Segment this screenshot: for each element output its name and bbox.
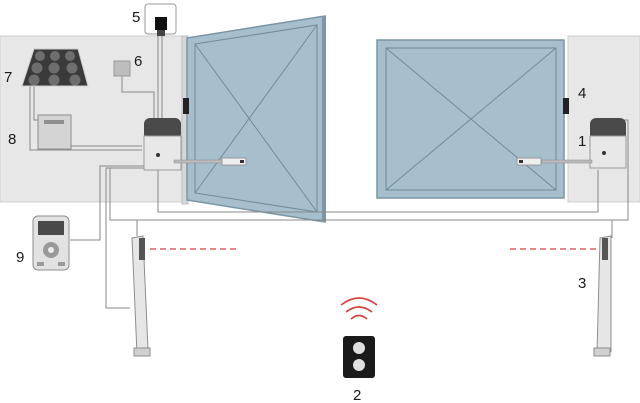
- label-7: 7: [4, 69, 12, 86]
- battery-box: [37, 114, 72, 150]
- label-8: 8: [8, 131, 16, 148]
- left-gate-leaf: [186, 15, 326, 223]
- programmer-unit: [32, 215, 70, 271]
- left-actuator-motor: [143, 118, 247, 171]
- label-9: 9: [16, 249, 24, 266]
- label-1: 1: [578, 133, 586, 150]
- solar-panel: [21, 48, 89, 87]
- flashing-light: [144, 3, 177, 36]
- cabling: [29, 34, 629, 309]
- label-3: 3: [578, 275, 586, 292]
- right-photocell-post: [593, 235, 612, 357]
- label-6: 6: [134, 53, 142, 70]
- right-gate-leaf: [376, 39, 565, 199]
- right-gate-stop: [563, 98, 569, 114]
- key-selector: [113, 60, 131, 77]
- remote-control: [340, 297, 378, 378]
- left-photocell-post: [131, 235, 151, 357]
- label-5: 5: [132, 9, 140, 26]
- right-actuator-motor: [516, 118, 627, 169]
- left-gate-stop: [183, 98, 189, 114]
- label-4: 4: [578, 85, 586, 102]
- label-2: 2: [353, 387, 361, 403]
